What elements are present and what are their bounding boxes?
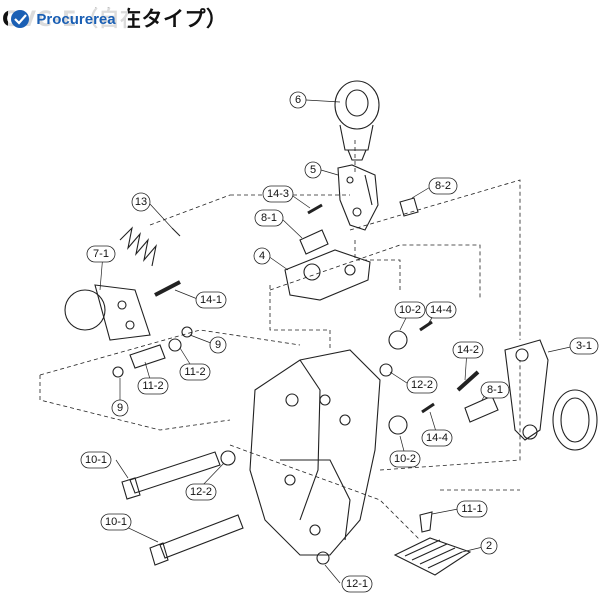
label-2: 2 [480,537,498,555]
svg-text:3-1: 3-1 [576,340,592,352]
svg-text:10-2: 10-2 [399,304,421,316]
label-12-2-lower: 12-2 [185,483,217,501]
svg-text:14-2: 14-2 [457,344,479,356]
pin-14-1 [154,280,181,297]
svg-text:12-2: 12-2 [411,379,433,391]
label-10-2-lower: 10-2 [389,450,421,468]
label-11-2-left: 11-2 [137,377,169,395]
svg-text:13: 13 [135,196,147,208]
svg-text:10-2: 10-2 [394,453,416,465]
svg-text:4: 4 [259,250,265,262]
svg-text:9: 9 [215,339,221,351]
svg-text:11-2: 11-2 [184,366,205,378]
label-13: 13 [131,192,151,212]
svg-text:2: 2 [486,540,492,552]
svg-text:12-2: 12-2 [190,486,212,498]
svg-text:11-1: 11-1 [461,503,482,515]
procurement-logo: Procurerea [8,8,128,30]
logo-text: Procurerea [36,11,116,28]
assembly-guide-lines [39,140,521,541]
pin-8-1-lower [464,395,499,423]
leader-lines [99,99,576,584]
nut-12-1 [316,551,330,565]
main-body [249,349,381,556]
shackle-part [334,80,380,161]
label-3-1: 3-1 [569,337,599,355]
svg-text:7-1: 7-1 [93,248,109,260]
svg-text:14-4: 14-4 [426,432,448,444]
label-10-2-upper: 10-2 [394,301,426,319]
linkage-plate [284,249,371,301]
label-9-left: 9 [111,399,129,417]
label-12-2-upper: 12-2 [406,376,438,394]
spring-part [119,226,181,267]
svg-text:9: 9 [117,402,123,414]
label-7-1: 7-1 [86,245,116,263]
label-8-1-lower: 8-1 [480,381,510,399]
label-5: 5 [304,161,322,179]
label-10-1-upper: 10-1 [80,451,112,469]
svg-text:14-4: 14-4 [430,304,452,316]
svg-text:8-1: 8-1 [261,212,277,224]
label-10-1-lower: 10-1 [100,513,132,531]
svg-text:14-1: 14-1 [200,294,222,306]
handle-clip [64,284,151,341]
label-6: 6 [289,91,307,109]
nut-12-2-lower [220,450,236,466]
label-8-2: 8-2 [428,177,458,195]
label-14-4-lower: 14-4 [421,429,453,447]
pin-8-1-upper [299,229,329,255]
label-14-2: 14-2 [452,341,484,359]
jaw-pad [393,537,472,576]
svg-text:14-3: 14-3 [267,188,289,200]
label-14-3: 14-3 [262,185,294,203]
label-4: 4 [253,247,271,265]
pin-14-3 [307,203,323,215]
nuts-right [379,320,435,435]
label-8-1-upper: 8-1 [254,209,284,227]
label-12-1: 12-1 [341,575,373,593]
cam-arm [504,339,598,451]
label-11-2-right: 11-2 [179,363,211,381]
svg-text:8-2: 8-2 [435,180,451,192]
pin-14-2 [456,370,480,392]
washer-and-bolt-left [112,326,193,378]
label-9-right: 9 [209,336,227,354]
svg-text:11-2: 11-2 [142,380,163,392]
label-11-1: 11-1 [456,500,488,518]
svg-text:12-1: 12-1 [346,578,368,590]
svg-text:5: 5 [310,164,316,176]
svg-text:10-1: 10-1 [85,454,107,466]
bolt-10-1-lower [149,514,244,566]
svg-text:8-1: 8-1 [487,384,503,396]
label-14-4-upper: 14-4 [425,301,457,319]
label-14-1: 14-1 [195,291,227,309]
svg-text:6: 6 [295,94,301,106]
pin-8-2 [399,197,419,217]
bolt-11-1 [419,511,433,533]
link-part [337,164,379,231]
bolt-10-1-upper [121,451,221,500]
part-labels: 6 5 14-3 8-2 13 8-1 4 7-1 14-1 10-2 14-4… [80,91,599,593]
svg-text:10-1: 10-1 [105,516,127,528]
